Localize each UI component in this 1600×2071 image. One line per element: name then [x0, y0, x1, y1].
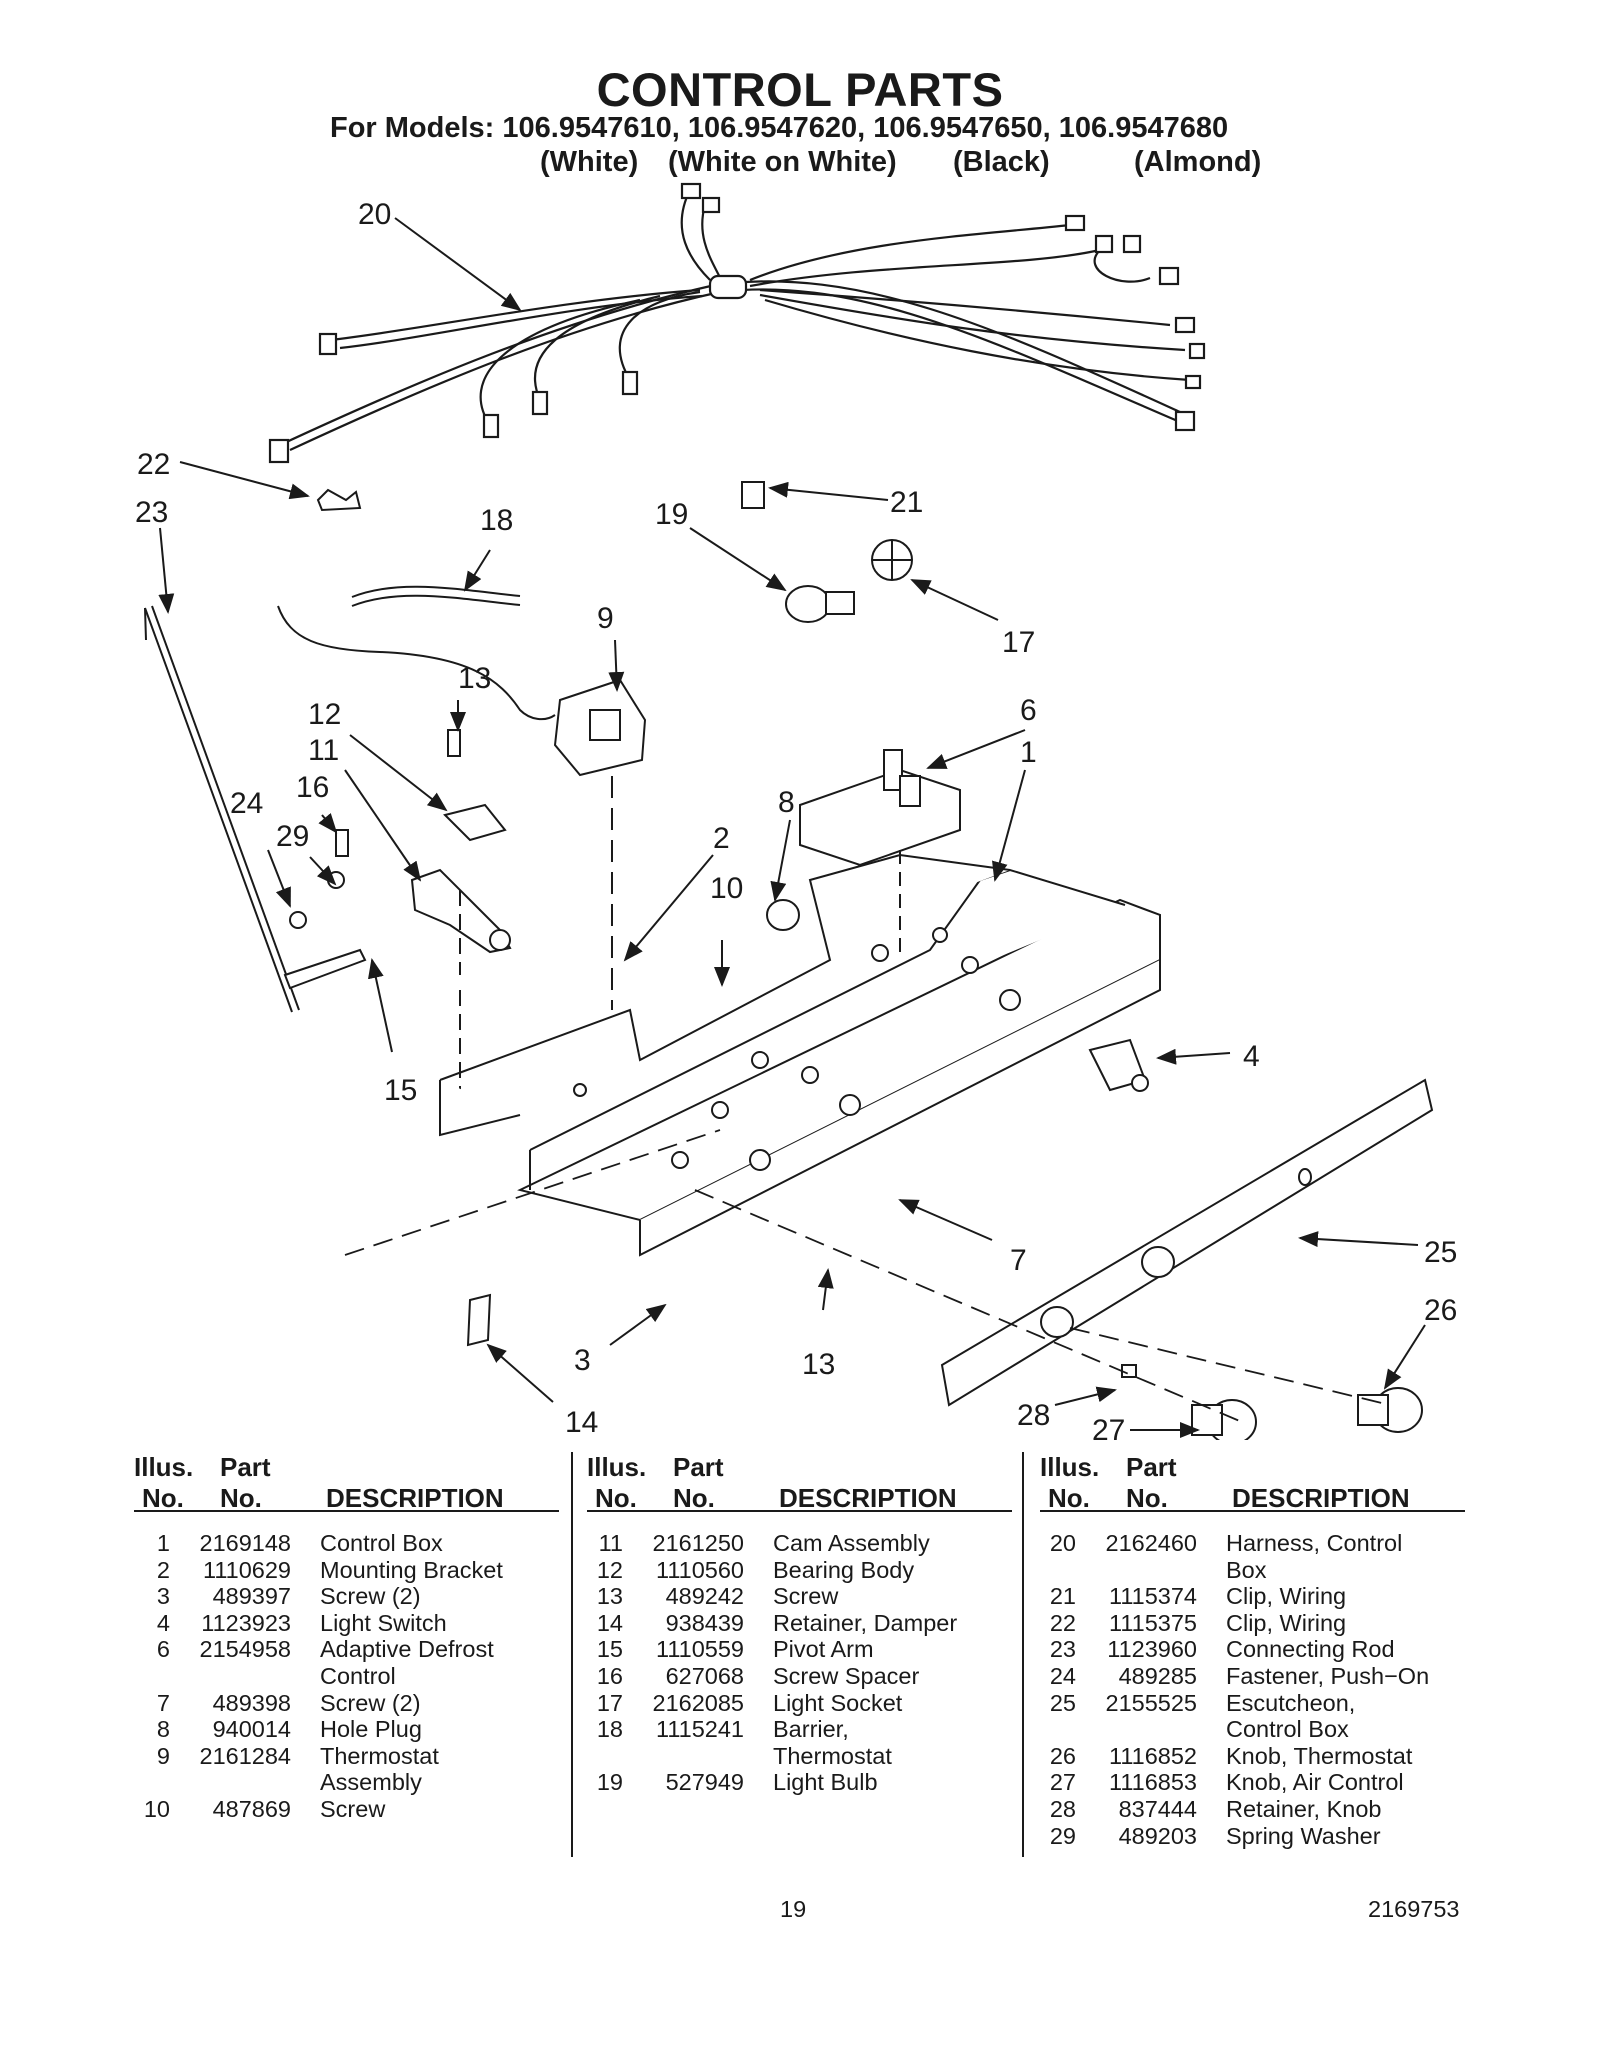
page-title: CONTROL PARTS [596, 63, 1004, 116]
header-rule [587, 1510, 1012, 1512]
callout-19: 19 [655, 498, 688, 531]
color-label-black: (Black) [953, 146, 1050, 178]
column-divider [571, 1452, 573, 1857]
callout-21: 21 [890, 486, 923, 519]
header-rule [134, 1510, 559, 1512]
callout-10: 10 [710, 872, 743, 905]
damper-retainer [466, 1293, 492, 1347]
callout-13b: 13 [802, 1348, 835, 1381]
control-box [439, 853, 1161, 1257]
knob [1121, 1364, 1423, 1440]
document-number: 2169753 [1368, 1896, 1460, 1922]
callout-3: 3 [574, 1344, 591, 1377]
models-line: For Models: 106.9547610, 106.9547620, 10… [330, 112, 1229, 144]
callout-6: 6 [1020, 694, 1037, 727]
callout-18: 18 [480, 504, 513, 537]
callout-2: 2 [713, 822, 730, 855]
exploded-parts-diagram: 20 22 23 18 19 21 17 9 13 12 11 16 29 24… [135, 182, 1457, 1440]
adaptive-defrost-control [799, 749, 961, 955]
callout-1: 1 [1020, 736, 1037, 769]
callout-7: 7 [1010, 1244, 1027, 1277]
callout-23: 23 [135, 496, 168, 529]
callout-25: 25 [1424, 1236, 1457, 1269]
thermostat-assembly [553, 678, 647, 1010]
callout-24: 24 [230, 787, 263, 820]
callout-20: 20 [358, 198, 391, 231]
callout-22: 22 [137, 448, 170, 481]
callout-27: 27 [1092, 1414, 1125, 1440]
callout-13: 13 [458, 662, 491, 695]
callout-4: 4 [1243, 1040, 1260, 1073]
callout-15: 15 [384, 1074, 417, 1107]
callout-11: 11 [308, 734, 339, 767]
color-label-white-on-white: (White on White) [668, 146, 897, 178]
header-rule [1040, 1510, 1465, 1512]
callout-29: 29 [276, 820, 309, 853]
wire-harness [268, 182, 1206, 464]
column-divider [1022, 1452, 1024, 1857]
color-label-almond: (Almond) [1134, 146, 1262, 178]
light-socket [871, 539, 913, 581]
callout-9: 9 [597, 602, 614, 635]
wiring-clip [316, 481, 765, 512]
callout-16: 16 [296, 771, 329, 804]
callout-28: 28 [1017, 1399, 1050, 1432]
callout-14: 14 [565, 1406, 598, 1439]
light-bulb [785, 585, 855, 623]
connecting-rod [144, 605, 300, 1013]
callout-26: 26 [1424, 1294, 1457, 1327]
color-label-white: (White) [540, 146, 639, 178]
thermostat-barrier [277, 585, 556, 721]
callout-8: 8 [778, 786, 795, 819]
page-number: 19 [780, 1896, 807, 1922]
light-switch [1088, 1038, 1149, 1092]
escutcheon [940, 1078, 1434, 1407]
callout-12: 12 [308, 698, 341, 731]
callout-17: 17 [1002, 626, 1035, 659]
hole-plug [766, 899, 800, 931]
